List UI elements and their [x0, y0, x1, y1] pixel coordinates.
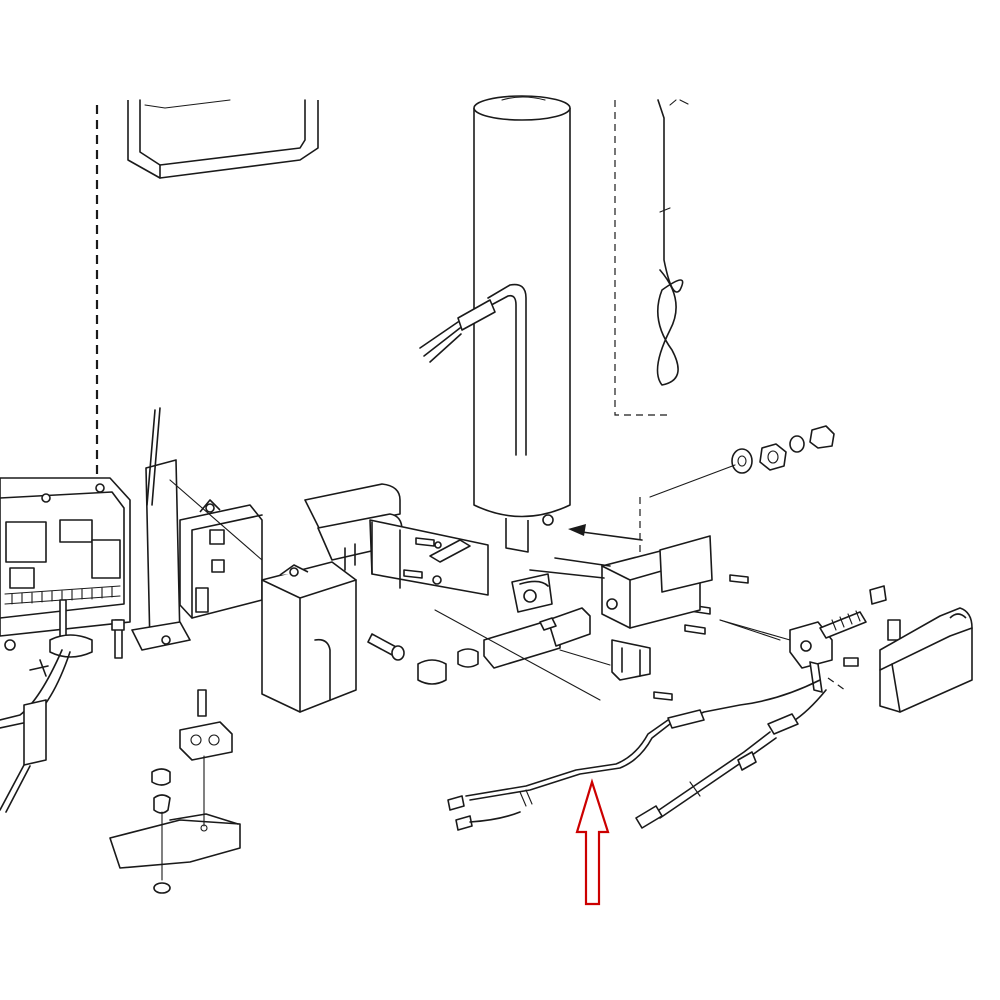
- ignition-lead: [635, 689, 827, 829]
- screws: [111, 537, 901, 701]
- electrode-bracket: [719, 585, 887, 693]
- gas-valve-bracket: [529, 535, 713, 681]
- transformer-unit: [261, 561, 357, 713]
- direction-arrow: [568, 524, 643, 541]
- cylinder-flue: [419, 95, 571, 553]
- washer-nut-set: [649, 425, 835, 498]
- burner-manifold: [304, 483, 489, 596]
- ignition-control-module: [179, 499, 263, 619]
- terminal-block-mount: [109, 689, 241, 894]
- leader-lines: [169, 479, 781, 701]
- control-box-top: [127, 99, 319, 179]
- burner-hood: [879, 607, 973, 713]
- cable-bundle: [0, 649, 71, 813]
- sensor-wire: [656, 99, 689, 386]
- highlight-arrow: [575, 778, 610, 906]
- thermocouple-cable: [447, 679, 821, 831]
- dashed-leader-lines: [95, 100, 846, 691]
- injector-assembly: [417, 573, 591, 685]
- mounting-bracket: [131, 407, 191, 651]
- control-panel-pcb: [0, 477, 131, 677]
